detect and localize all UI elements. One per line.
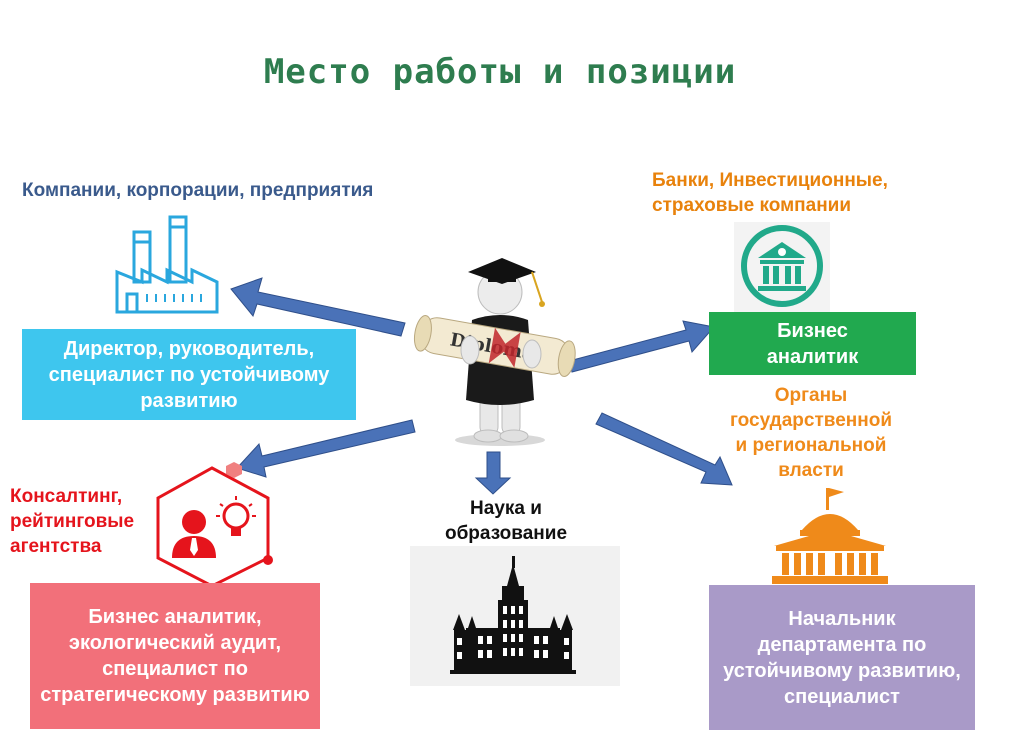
- government-header-line1: Органы: [774, 385, 848, 406]
- government-header-line2: государственной: [729, 410, 893, 431]
- consulting-header-line3: агентства: [10, 536, 102, 557]
- companies-header: Компании, корпорации, предприятия: [22, 180, 374, 201]
- banks-header: Банки, Инвестиционные, страховые компани…: [652, 168, 888, 218]
- arrow-to-government: [595, 412, 733, 486]
- arrow-to-consulting: [236, 419, 416, 478]
- banks-positions-line1: Бизнес: [777, 319, 848, 342]
- banks-positions-box: Бизнес аналитик: [709, 312, 916, 375]
- banks-header-line2: страховые компании: [652, 195, 852, 216]
- consulting-positions-text: Бизнес аналитик, экологический аудит, сп…: [40, 606, 310, 706]
- government-positions-text: Начальник департамента по устойчивому ра…: [723, 607, 961, 708]
- government-header-line3: и региональной: [735, 435, 887, 456]
- government-positions-box: Начальник департамента по устойчивому ра…: [709, 585, 975, 730]
- banks-header-line1: Банки, Инвестиционные,: [652, 170, 888, 191]
- page-title: Место работы и позиции: [263, 52, 737, 92]
- arrow-to-banks: [568, 320, 715, 373]
- university-building-icon: [410, 546, 620, 686]
- graduate-figure: Diploma: [410, 250, 585, 450]
- arrow-to-companies: [230, 277, 406, 337]
- consultant-idea-icon: [150, 458, 275, 593]
- consulting-positions-box: Бизнес аналитик, экологический аудит, сп…: [30, 583, 320, 729]
- science-header-line2: образование: [444, 523, 568, 544]
- consulting-header: Консалтинг, рейтинговые агентства: [10, 484, 134, 559]
- banks-positions-line2: аналитик: [766, 345, 859, 368]
- bank-icon: [734, 222, 830, 317]
- arrow-to-science: [474, 451, 512, 495]
- consulting-header-line2: рейтинговые: [10, 511, 135, 532]
- companies-positions-text: Директор, руководитель, специалист по ус…: [48, 337, 330, 412]
- science-header: Наука и образование: [418, 496, 594, 546]
- consulting-header-line1: Консалтинг,: [10, 486, 123, 507]
- government-header-line4: власти: [778, 460, 844, 481]
- companies-positions-box: Директор, руководитель, специалист по ус…: [22, 329, 356, 420]
- graduate-with-diploma-icon: Diploma: [413, 258, 576, 446]
- government-header: Органы государственной и региональной вл…: [706, 383, 916, 483]
- science-header-line1: Наука и: [470, 498, 542, 519]
- government-building-icon: [772, 488, 888, 590]
- factory-icon: [112, 212, 222, 322]
